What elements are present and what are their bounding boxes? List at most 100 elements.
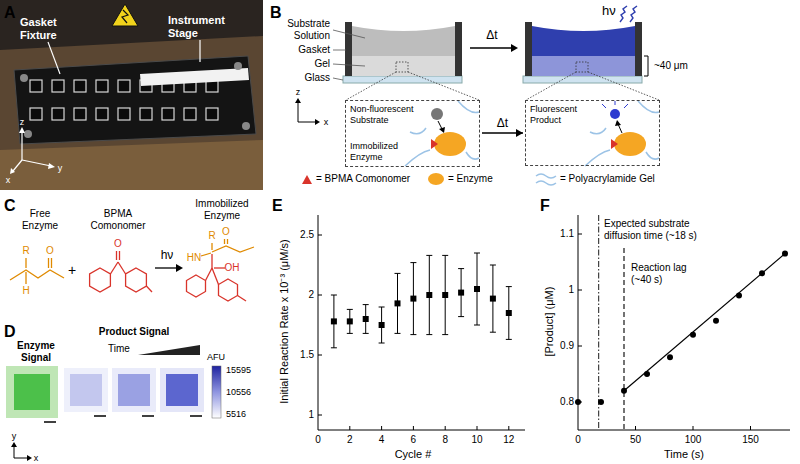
gel-cell-schematic	[298, 102, 316, 122]
gel-cell-schematic	[298, 102, 299, 122]
tick-label: 12	[503, 434, 514, 446]
tick-label: 150	[742, 434, 759, 446]
chemical-structures	[48, 258, 49, 268]
chemical-structures	[119, 251, 120, 260]
product-chart	[635, 426, 636, 430]
rate-chart	[413, 426, 414, 430]
tick-label: 6	[411, 434, 417, 446]
instrument-photo	[14, 56, 256, 144]
instrument-photo	[30, 108, 42, 120]
chemical-structures	[155, 267, 176, 268]
product-chart	[667, 354, 673, 360]
inset-art	[615, 101, 616, 105]
inset-art	[438, 121, 442, 129]
tick-label: 1	[308, 409, 314, 421]
gel-cell-schematic	[532, 26, 635, 56]
rate-chart	[474, 286, 480, 292]
instrument-photo	[21, 132, 22, 160]
chemical-structures	[10, 258, 64, 284]
gel-cell-schematic	[295, 98, 320, 125]
product-chart	[578, 346, 582, 347]
instrument-photo	[96, 80, 108, 92]
inset-art	[624, 104, 628, 108]
rate-chart	[490, 296, 496, 302]
chemical-structures	[146, 286, 152, 292]
part-label: Substrate Solution	[270, 18, 330, 42]
product-chart	[623, 248, 624, 430]
gel-cell-schematic	[470, 47, 512, 49]
atom-label: HN	[187, 252, 201, 264]
rate-chart	[318, 355, 322, 356]
inset-art	[431, 139, 438, 149]
axis-label: y	[58, 163, 63, 174]
unit-label: AFU	[207, 352, 225, 363]
instrument-photo	[96, 108, 108, 120]
chemical-structures	[201, 239, 254, 256]
microscopy-images	[14, 374, 50, 410]
chemical-structures	[25, 272, 26, 284]
rate-chart	[318, 215, 525, 430]
gel-cell-schematic	[511, 44, 518, 52]
atom-label: H	[22, 285, 29, 297]
instrument-photo	[52, 80, 64, 92]
inset-art	[614, 132, 646, 156]
panel-letter: D	[4, 322, 16, 341]
microscopy-images	[70, 374, 102, 406]
product-chart	[690, 332, 696, 338]
inset-art	[590, 128, 606, 134]
instrument-photo	[0, 140, 263, 190]
gel-cell-schematic	[408, 72, 479, 100]
rate-chart	[445, 426, 446, 430]
legend-text: = Enzyme	[448, 173, 493, 185]
rate-chart	[347, 318, 353, 324]
gel-cell-schematic	[333, 78, 343, 80]
product-chart	[578, 290, 582, 291]
inset-art	[458, 101, 479, 113]
inset-art	[611, 139, 618, 149]
chemical-structures	[212, 268, 219, 285]
product-chart	[759, 270, 765, 276]
inset-art	[466, 152, 479, 159]
tick-label: 1	[568, 284, 574, 296]
product-chart	[575, 215, 790, 430]
atom-label: O	[222, 226, 230, 238]
legend-samples	[536, 174, 556, 178]
atom-label: OH	[225, 262, 240, 274]
step-label: Δt	[486, 28, 497, 42]
legend-samples	[536, 174, 556, 185]
chemical-structures	[126, 268, 147, 292]
product-chart	[750, 426, 751, 430]
chemical-structures	[201, 253, 211, 256]
gel-cell-schematic	[333, 50, 346, 51]
rate-chart	[349, 426, 350, 430]
inset-text: Non-fluorescent Substrate	[350, 104, 430, 126]
tick-label: 8	[442, 434, 448, 446]
inset-art	[646, 152, 659, 159]
axis-label: x	[6, 175, 11, 186]
chemical-structures	[224, 239, 225, 244]
axis-title: Cycle #	[395, 448, 432, 461]
gel-cell-schematic	[333, 30, 365, 80]
axis-label: z	[296, 87, 301, 98]
colorbar-value: 5516	[226, 409, 246, 420]
tick-label: 2	[308, 289, 314, 301]
legend-samples	[302, 175, 312, 184]
inset-art	[405, 150, 430, 166]
instrument-photo	[13, 40, 200, 171]
product-chart	[575, 399, 581, 405]
tick-label: 1.5	[300, 349, 314, 361]
gel-cell-schematic	[396, 62, 408, 72]
colorbar-value: 10556	[226, 387, 251, 398]
microscopy-images	[14, 446, 28, 458]
instrument-photo	[74, 108, 86, 120]
product-chart	[713, 318, 719, 324]
chemical-structures	[211, 243, 212, 250]
tick-label: 4	[379, 434, 385, 446]
rate-chart	[318, 295, 322, 296]
rate-chart	[381, 426, 382, 430]
photo-label: Gasket Fixture	[20, 16, 82, 42]
instrument-photo	[19, 127, 25, 133]
atom-label: R	[208, 230, 215, 242]
gel-cell-schematic	[352, 56, 455, 76]
inset-art	[615, 120, 621, 126]
